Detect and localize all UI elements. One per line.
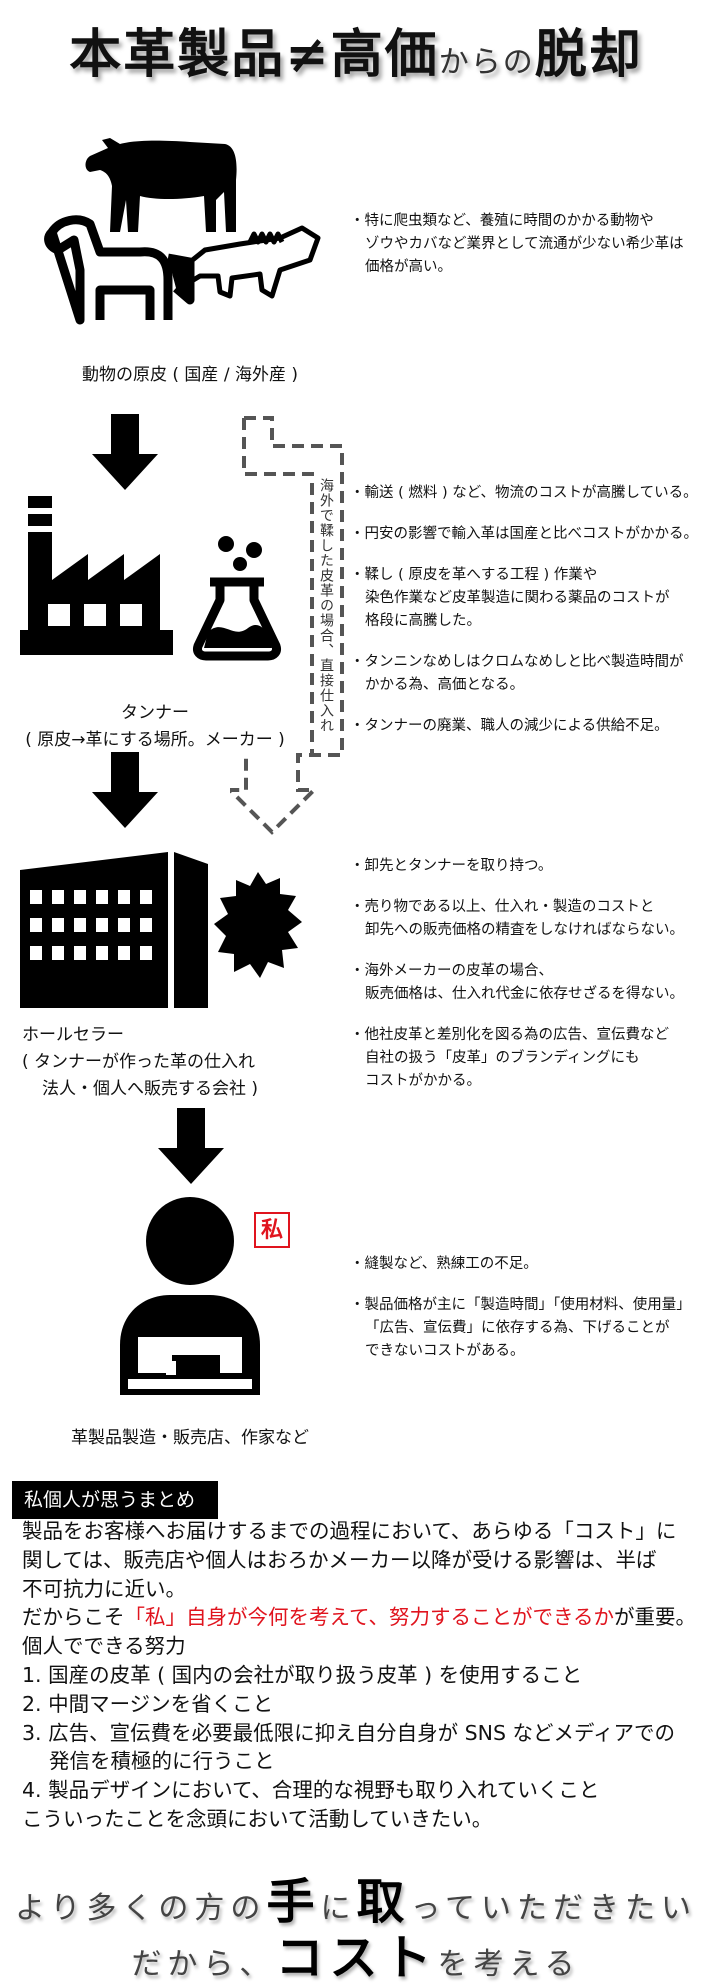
stage2-notes: ・輸送 ( 燃料 ) など、物流のコストが高騰している。 ・円安の影響で輸入革は… [350, 482, 698, 756]
emphasis: コスト [275, 1930, 438, 1986]
effort-item-continued: 発信を積極的に行うこと [49, 1749, 275, 1774]
summary-line: 関しては、販売店や個人はおろかメーカー以降が受ける影響は、半ば [22, 1547, 657, 1572]
text: より多くの方の [15, 1891, 267, 1926]
animals-illustration [44, 138, 321, 325]
building-icon [20, 852, 302, 1008]
emphasis: 手 [266, 1874, 321, 1930]
label-line: ( タンナーが作った革の仕入れ [22, 1052, 256, 1072]
note-item: ・円安の影響で輸入革は国産と比べコストがかかる。 [350, 523, 698, 546]
note-line: 染色作業など皮革製造に関わる薬品のコストが [365, 590, 670, 606]
note-line: ・卸先とタンナーを取り持つ。 [350, 858, 553, 874]
note-line: ゾウやカバなど業界として流通が少ない希少革は [365, 236, 684, 252]
sewing-machine-icon [128, 1337, 252, 1389]
note-item: ・輸送 ( 燃料 ) など、物流のコストが高騰している。 [350, 482, 698, 505]
note-item: ・タンニンなめしはクロムなめしと比べ製造時間が かかる為、高価となる。 [350, 651, 698, 697]
effort-heading: 個人でできる努力 [22, 1634, 186, 1659]
note-item: ・鞣し ( 原皮を革へする工程 ) 作業や 染色作業など皮革製造に関わる薬品のコ… [350, 564, 698, 633]
summary-closing: こういったことを念頭において活動していきたい。 [22, 1806, 493, 1831]
text: を考える [437, 1947, 581, 1982]
note-line: ・タンナーの廃業、職人の減少による供給不足。 [350, 718, 669, 734]
note-line: コストがかかる。 [365, 1073, 481, 1089]
horse-icon [44, 215, 195, 325]
text: に [320, 1891, 357, 1926]
effort-item: 2. 中間マージンを省くこと [22, 1691, 274, 1716]
slogan-line-2: だから、コストを考える [0, 1918, 712, 1988]
note-line: 格段に高騰した。 [365, 613, 481, 629]
summary-heading: 私個人が思うまとめ [12, 1481, 218, 1519]
note-line: かかる為、高価となる。 [365, 677, 525, 693]
factory-icon [20, 496, 281, 661]
note-line: ・売り物である以上、仕入れ・製造のコストと [350, 899, 655, 915]
note-line: ・海外メーカーの皮革の場合、 [350, 963, 553, 979]
emphasis: 取 [356, 1874, 411, 1930]
crocodile-icon [177, 225, 321, 299]
title-main: 本革製品≠高価 [69, 24, 439, 85]
note-item: ・縫製など、熟練工の不足。 [350, 1253, 691, 1276]
highlight-text: 「私」自身が今何を考えて、努力することができるか [124, 1605, 615, 1630]
label-line: ホールセラー [22, 1025, 124, 1045]
label-line: 革製品製造・販売店、作家など [71, 1428, 309, 1448]
note-item: ・タンナーの廃業、職人の減少による供給不足。 [350, 715, 698, 738]
stage-label-tanner: タンナー ( 原皮→革にする場所。メーカー ) [0, 700, 310, 754]
note-line: ・鞣し ( 原皮を革へする工程 ) 作業や [350, 567, 598, 583]
bypass-dashed-arrow [230, 416, 344, 835]
bypass-note: 海外で鞣した皮革の場合、直接仕入れ [318, 478, 334, 733]
text: だからこそ [22, 1605, 125, 1630]
stage4-notes: ・縫製など、熟練工の不足。 ・製品価格が主に「製造時間」「使用材料、使用量」 「… [350, 1253, 691, 1381]
stage-label-wholesaler: ホールセラー ( タンナーが作った革の仕入れ 法人・個人へ販売する会社 ) [22, 1022, 258, 1103]
note-line: 販売価格は、仕入れ代金に依存せざるを得ない。 [365, 986, 684, 1002]
note-line: ・円安の影響で輸入革は国産と比べコストがかかる。 [350, 526, 698, 542]
arrow-down-icon [158, 1108, 224, 1184]
stage-label-maker: 革製品製造・販売店、作家など [30, 1425, 350, 1452]
effort-item: 3. 広告、宣伝費を必要最低限に抑え自分自身が SNS などメディアでの [22, 1720, 676, 1745]
summary-line: 製品をお客様へお届けするまでの過程において、あらゆる「コスト」に [22, 1519, 677, 1543]
label-line: 法人・個人へ販売する会社 ) [42, 1079, 259, 1099]
text: が重要。 [614, 1605, 697, 1630]
note-item: ・卸先とタンナーを取り持つ。 [350, 855, 684, 878]
title-connector: からの [438, 45, 535, 80]
me-badge: 私 [254, 1212, 290, 1248]
effort-item: 1. 国産の皮革 ( 国内の会社が取り扱う皮革 ) を使用すること [22, 1662, 583, 1687]
text: だから、 [131, 1947, 276, 1982]
title-end: 脱却 [534, 24, 643, 85]
stage-label-raw-hide: 動物の原皮 ( 国産 / 海外産 ) [40, 362, 340, 389]
note-line: 自社の扱う「皮革」のブランディングにも [365, 1050, 640, 1066]
note-item: ・製品価格が主に「製造時間」「使用材料、使用量」 「広告、宣伝費」に依存する為、… [350, 1294, 691, 1363]
note-line: 「広告、宣伝費」に依存する為、下げることが [365, 1320, 670, 1336]
note-line: ・他社皮革と差別化を図る為の広告、宣伝費など [350, 1027, 669, 1043]
effort-item: 4. 製品デザインにおいて、合理的な視野も取り入れていくこと [22, 1778, 600, 1803]
note-item: ・他社皮革と差別化を図る為の広告、宣伝費など 自社の扱う「皮革」のブランディング… [350, 1024, 684, 1093]
summary-body: 製品をお客様へお届けするまでの過程において、あらゆる「コスト」に 関しては、販売… [22, 1517, 696, 1834]
note-item: ・特に爬虫類など、養殖に時間のかかる動物や ゾウやカバなど業界として流通が少ない… [350, 210, 684, 279]
note-item: ・売り物である以上、仕入れ・製造のコストと 卸先への販売価格の精査をしなければな… [350, 896, 684, 942]
summary-line: 不可抗力に近い。 [22, 1576, 186, 1601]
stage3-notes: ・卸先とタンナーを取り持つ。 ・売り物である以上、仕入れ・製造のコストと 卸先へ… [350, 855, 684, 1111]
craftsperson-sewing-icon [120, 1197, 260, 1395]
slogan-line-1: より多くの方の手に取っていただきたい [0, 1862, 712, 1932]
note-line: 卸先への販売価格の精査をしなければならない。 [365, 922, 684, 938]
note-line: ・タンニンなめしはクロムなめしと比べ製造時間が [350, 654, 684, 670]
note-item: ・海外メーカーの皮革の場合、 販売価格は、仕入れ代金に依存せざるを得ない。 [350, 960, 684, 1006]
leather-hide-icon [214, 872, 302, 978]
label-line: ( 原皮→革にする場所。メーカー ) [25, 730, 285, 750]
note-line: 価格が高い。 [365, 259, 452, 275]
label-line: タンナー [121, 703, 189, 723]
note-line: ・製品価格が主に「製造時間」「使用材料、使用量」 [350, 1297, 691, 1313]
text: っていただきたい [410, 1891, 697, 1926]
note-line: ・輸送 ( 燃料 ) など、物流のコストが高騰している。 [350, 485, 698, 501]
summary-emphasis-line: だからこそ「私」自身が今何を考えて、努力することができるかが重要。 [22, 1603, 696, 1632]
arrow-down-icon [92, 752, 158, 828]
note-line: できないコストがある。 [365, 1343, 525, 1359]
arrow-down-icon [92, 414, 158, 490]
note-line: ・特に爬虫類など、養殖に時間のかかる動物や [350, 213, 654, 229]
flask-icon [193, 536, 281, 661]
note-line: ・縫製など、熟練工の不足。 [350, 1256, 538, 1272]
page-title: 本革製品≠高価からの脱却 [0, 12, 712, 87]
label-line: 動物の原皮 ( 国産 / 海外産 ) [81, 365, 298, 385]
stage1-notes: ・特に爬虫類など、養殖に時間のかかる動物や ゾウやカバなど業界として流通が少ない… [350, 210, 684, 297]
cow-icon [85, 138, 237, 232]
